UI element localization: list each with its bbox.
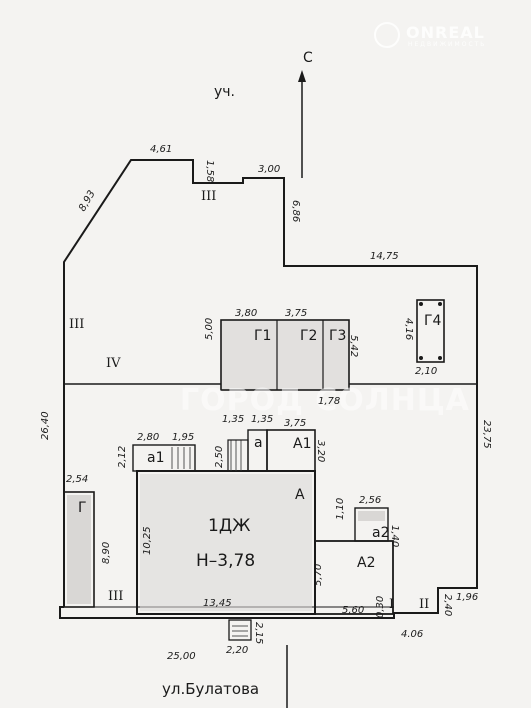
garage-g2-label: Г2: [300, 328, 317, 344]
room-main-height: Н–3,78: [196, 551, 255, 571]
dim-3-80: 3,80: [235, 308, 257, 319]
room-a-small-label: а: [254, 435, 263, 451]
dim-2-54: 2,54: [66, 474, 88, 485]
logo-brand: ONREAL: [406, 23, 485, 42]
dim-2-40: 2,40: [442, 594, 453, 616]
dim-10-25: 10,25: [142, 526, 153, 555]
zone-iii-bottom: III: [108, 589, 123, 604]
dim-14-75: 14,75: [370, 251, 399, 262]
entrance-steps: [228, 619, 252, 641]
dim-2-80: 2,80: [137, 432, 159, 443]
dim-1-78: 1,78: [318, 396, 340, 407]
zone-iii-top: III: [201, 189, 216, 204]
dim-1-35-a: 1,35: [222, 414, 244, 425]
room-a1-small-label: а1: [147, 450, 165, 466]
lot-boundary: [59, 159, 478, 619]
shed-g4: [416, 299, 445, 363]
zone-ii: II: [419, 597, 429, 612]
brand-logo: ONREAL НЕДВИЖИМОСТЬ: [372, 20, 522, 54]
zone-iii-left: III: [69, 317, 84, 332]
garage-g1-g2-g3: [220, 319, 350, 391]
dim-2-15: 2,15: [253, 622, 264, 644]
north-arrow-icon: [298, 70, 306, 178]
dim-0-30: 0,30: [375, 596, 386, 618]
shed-g4-label: Г4: [424, 313, 442, 329]
dim-1-35-b: 1,35: [251, 414, 273, 425]
dim-4-06: 4.06: [401, 629, 423, 640]
dim-13-45: 13,45: [203, 598, 232, 609]
room-main-label: 1ДЖ: [208, 516, 250, 536]
dim-1-96: 1,96: [456, 592, 478, 603]
dim-8-93: 8,93: [77, 189, 98, 214]
compass-label: С: [303, 50, 313, 66]
dim-2-10: 2,10: [415, 366, 437, 377]
dim-1-10: 1,10: [335, 498, 346, 520]
dim-2-20: 2,20: [226, 645, 248, 656]
dim-2-56: 2,56: [359, 495, 381, 506]
room-a1-label: А1: [293, 436, 311, 452]
watermark-text: ГОРОД СОЛНЦА: [180, 383, 470, 418]
dim-5-60: 5,60: [342, 605, 364, 616]
dim-26-40: 26,40: [40, 411, 51, 440]
zone-iv: IV: [106, 356, 121, 371]
dim-4-61: 4,61: [150, 144, 172, 155]
dim-4-16: 4,16: [403, 318, 414, 340]
dim-1-95: 1,95: [172, 432, 194, 443]
dim-1-40: 1,40: [389, 525, 400, 547]
dim-6-86: 6,86: [290, 200, 301, 222]
dim-1-58: 1,58: [204, 160, 215, 182]
porch-a2: [354, 507, 389, 542]
shed-g: [63, 491, 95, 608]
room-a2-small-label: а2: [372, 525, 390, 541]
room-a2-label: А2: [357, 555, 375, 571]
dim-25-00: 25,00: [167, 651, 196, 662]
dim-3-20: 3,20: [315, 440, 326, 462]
dim-3-00: 3,00: [258, 164, 280, 175]
logo-subtitle: НЕДВИЖИМОСТЬ: [408, 41, 487, 48]
zone-i: I: [389, 597, 394, 612]
dim-8-90: 8,90: [101, 542, 112, 564]
dim-5-70: 5,70: [313, 564, 324, 586]
shed-g-label: Г: [78, 500, 87, 516]
dim-5-00: 5,00: [204, 318, 215, 340]
garage-g1-label: Г1: [254, 328, 271, 344]
room-a-label: А: [295, 487, 305, 503]
dim-2-12: 2,12: [117, 446, 128, 468]
garage-g3-label: Г3: [329, 328, 346, 344]
dim-23-75: 23,75: [481, 420, 492, 449]
dim-5-42: 5,42: [348, 335, 359, 357]
annex-a2: [314, 540, 394, 615]
dim-2-50: 2,50: [214, 446, 225, 468]
dim-3-75-garage: 3,75: [285, 308, 307, 319]
dim-3-75-a1: 3,75: [284, 418, 306, 429]
street-label: ул.Булатова: [162, 680, 259, 698]
porch-a1: [132, 444, 196, 472]
neighbor-lot-label: уч.: [214, 84, 235, 100]
logo-mark-icon: [374, 22, 400, 48]
